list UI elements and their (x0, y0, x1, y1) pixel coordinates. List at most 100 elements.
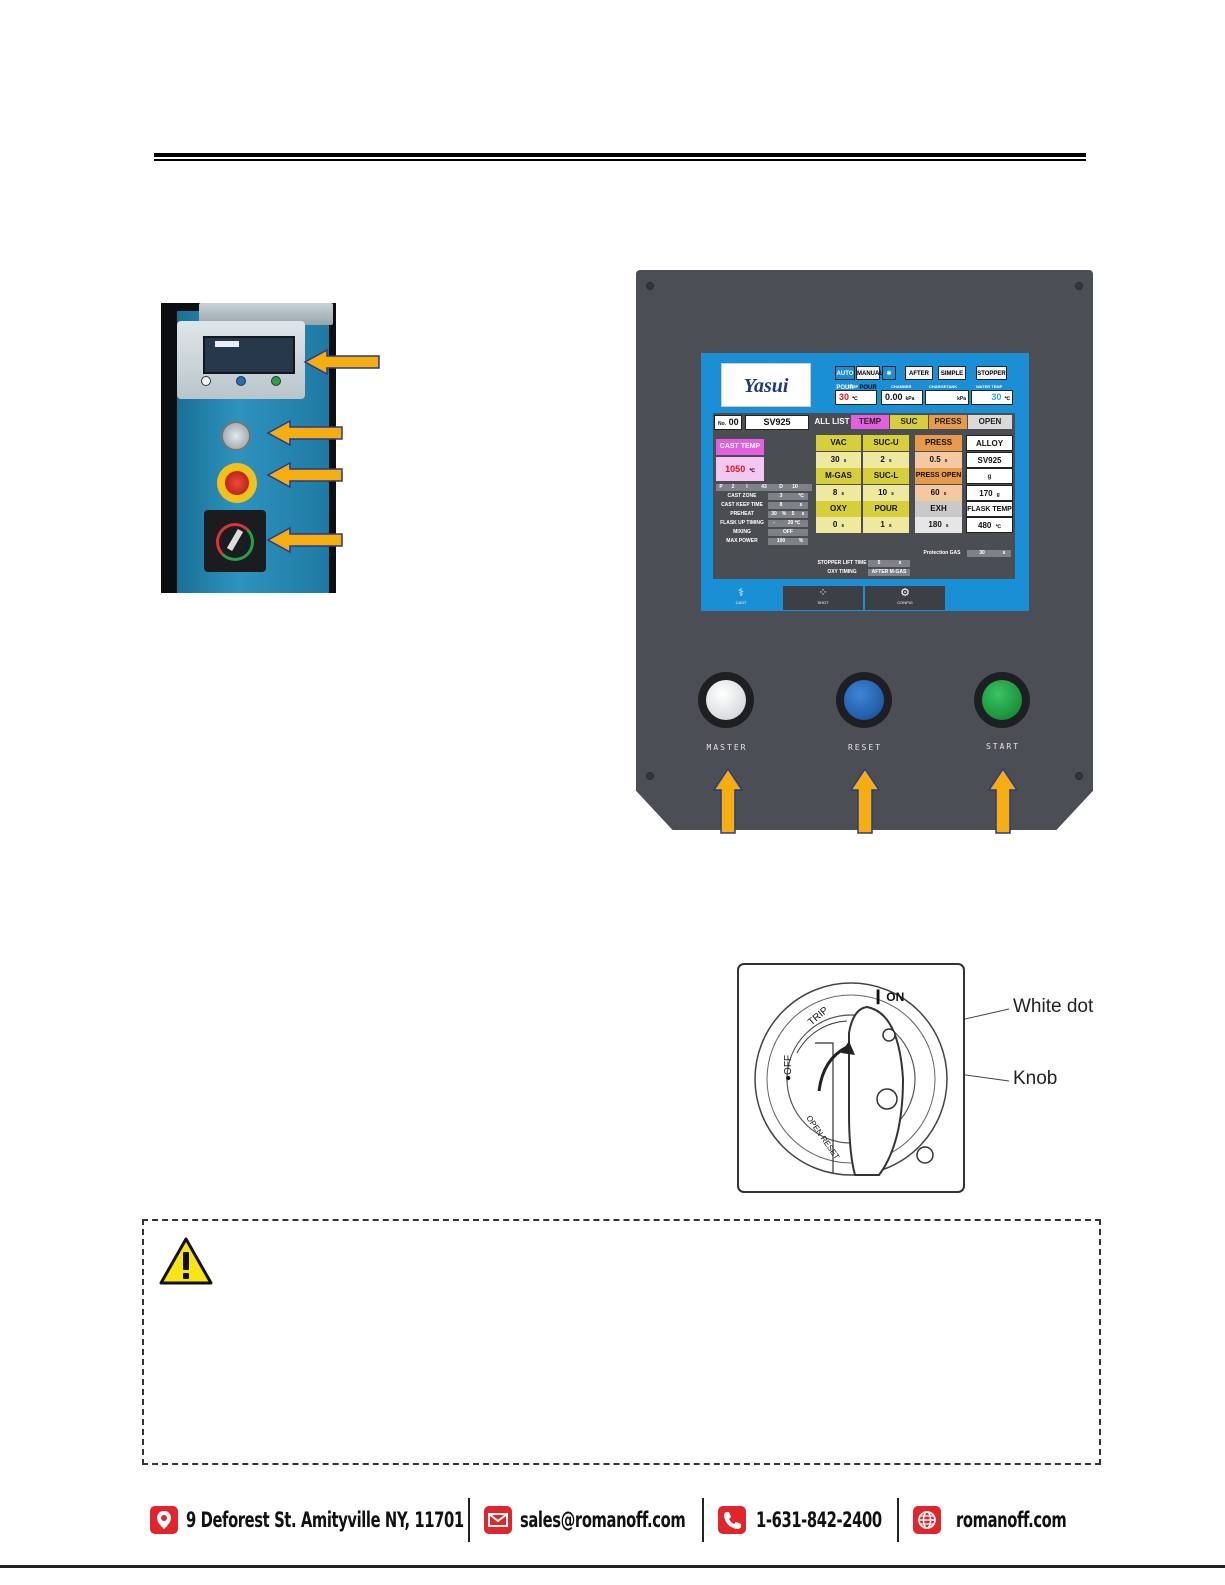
cast-icon: ⚕ (738, 587, 744, 599)
alloy-label: ALLOY (966, 435, 1013, 451)
caution-box (142, 1219, 1101, 1465)
location-pin-icon (150, 1506, 178, 1534)
footer-email[interactable]: sales@romanoff.com (520, 1508, 686, 1532)
off-marker: ●OFF (783, 1054, 794, 1081)
temp-readout: 30℃ (835, 390, 877, 405)
warning-icon (159, 1237, 213, 1285)
exh-label: EXH (915, 501, 962, 517)
arrow-left-icon (266, 461, 343, 489)
footer-address: 9 Deforest St. Amityville NY, 11701 (186, 1508, 464, 1532)
arrow-up-icon (850, 768, 880, 834)
on-marker: ▎ON (877, 990, 905, 1004)
tab-shot[interactable]: ⁘SHOT (783, 586, 863, 610)
after-button[interactable]: AFTER (905, 366, 933, 380)
arrow-up-icon (988, 768, 1018, 834)
temp-label: TEMP (847, 384, 859, 389)
tab-open[interactable]: OPEN (968, 415, 1012, 429)
title-rule (154, 153, 1086, 161)
suc-u-label: SUC-U (863, 435, 909, 451)
water-temp-label: WATER TEMP (976, 384, 1003, 389)
start-button[interactable] (974, 672, 1030, 728)
knob-label: Knob (1013, 1068, 1058, 1089)
fan-icon[interactable]: ✻ (882, 366, 896, 380)
tab-config[interactable]: ⚙CONFIG (865, 586, 945, 610)
press-open-label: PRESS OPEN (915, 468, 962, 484)
cast-temp-label: CAST TEMP (716, 439, 764, 455)
footer-phone[interactable]: 1-631-842-2400 (756, 1508, 882, 1532)
program-name[interactable]: SV925 (745, 415, 809, 430)
reset-label: RESET (847, 743, 883, 752)
tab-press[interactable]: PRESS (929, 415, 967, 429)
arrow-left-icon (303, 348, 380, 376)
tab-suc[interactable]: SUC (890, 415, 928, 429)
suc-l-label: SUC-L (863, 468, 909, 484)
arrow-left-icon (266, 526, 343, 554)
oxy-label: OXY (816, 501, 861, 517)
auto-pour-button[interactable]: AUTO POUR (835, 366, 855, 391)
chamber-label: CHAMBER (891, 384, 912, 389)
tab-cast[interactable]: ⚕CAST (701, 586, 781, 610)
arrow-left-icon (266, 419, 343, 447)
program-number[interactable]: No. 00 (714, 415, 742, 430)
globe-icon (913, 1506, 941, 1534)
reset-button[interactable] (836, 672, 892, 728)
footer: 9 Deforest St. Amityville NY, 11701 sale… (0, 1490, 1225, 1550)
yasui-logo: Yasui (721, 363, 811, 407)
flask-temp-label: FLASK TEMP (966, 501, 1013, 517)
shot-icon: ⁘ (818, 587, 828, 599)
weight-label: g (966, 468, 1013, 484)
emergency-stop-button (225, 471, 249, 495)
setting-row: FLASK UP TIMING-20 ℃ (716, 520, 812, 527)
water-temp-readout: 30℃ (971, 390, 1013, 405)
manual-pour-button[interactable]: MANUAL POUR (856, 366, 883, 391)
tab-all-list[interactable]: ALL LIST (814, 415, 850, 429)
breaker-diagram: ▎ON TRIP ●OFF OPEN RESET White dot Knob (737, 963, 1105, 1195)
tab-temp[interactable]: TEMP (851, 415, 889, 429)
start-label: START (985, 742, 1021, 751)
chargetank-label: CHARGETANK (929, 384, 958, 389)
cast-temp-value[interactable]: 1050℃ (716, 457, 764, 481)
stopper-button[interactable]: STOPPER (976, 366, 1007, 380)
footer-website[interactable]: romanoff.com (956, 1508, 1067, 1532)
m-gas-label: M-GAS (816, 468, 861, 484)
press-label: PRESS (915, 435, 962, 451)
arrow-up-icon (713, 768, 743, 834)
master-label: MASTER (706, 743, 748, 752)
pour-label: POUR (863, 501, 909, 517)
gear-icon: ⚙ (900, 587, 910, 599)
simple-button[interactable]: SIMPLE (938, 366, 966, 380)
phone-icon (718, 1506, 746, 1534)
selector-knob (221, 421, 251, 451)
white-dot-label: White dot (1013, 996, 1094, 1017)
page-bottom-rule (0, 1565, 1225, 1568)
alloy-value[interactable]: SV925 (966, 452, 1013, 468)
machine-screen (203, 336, 295, 374)
email-icon (484, 1506, 512, 1534)
chargetank-readout: kPa (925, 390, 969, 405)
master-button[interactable] (698, 672, 754, 728)
touch-screen: Yasui AUTO POUR MANUAL POUR ✻ AFTER SIMP… (701, 353, 1029, 611)
vac-label: VAC (816, 435, 861, 451)
flask-temp-value[interactable]: 480℃ (966, 517, 1013, 533)
machine-photo (161, 303, 336, 593)
